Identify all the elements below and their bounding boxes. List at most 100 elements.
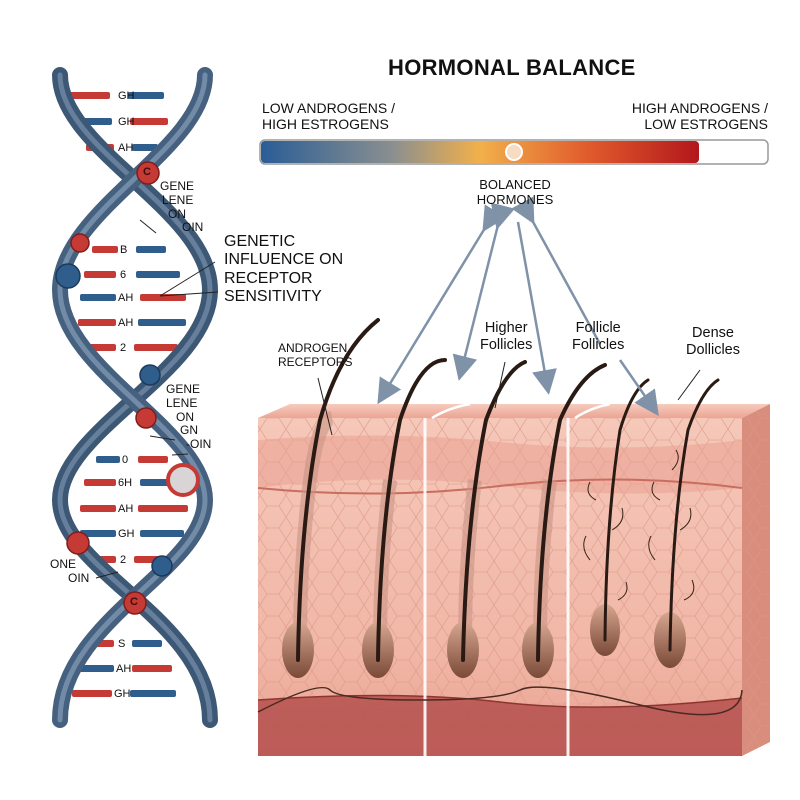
- hormone-scale-fill: [261, 141, 699, 163]
- scale-low-line: LOW ANDROGENS /: [262, 100, 396, 116]
- hair-follicle-miniaturized: [648, 378, 720, 668]
- base-label: AH: [118, 317, 134, 329]
- scale-high-line: HIGH ANDROGENS /: [631, 100, 768, 116]
- molecule-node-red: [70, 233, 90, 253]
- molecule-node-blue: [139, 364, 161, 386]
- hormone-scale: [259, 139, 769, 165]
- callout-line: ON: [168, 206, 186, 221]
- skin-cross-section: [257, 318, 770, 756]
- molecule-node-red: [136, 161, 160, 185]
- follicle-follicles-line: Follicles: [572, 336, 625, 353]
- base-pair: [72, 690, 176, 697]
- callout-line: GENE: [160, 179, 195, 193]
- base-pair: [78, 319, 186, 326]
- base-label: 2: [120, 342, 127, 354]
- arrow-to-follicle-follicles: [516, 221, 557, 395]
- skin-section-divider: [574, 402, 611, 420]
- balanced-line: HORMONES: [476, 191, 554, 207]
- dna-callout-gene-2: GENE LENE ON GN -OIN: [166, 382, 212, 452]
- base-label: AH: [118, 503, 134, 515]
- scale-high-label: HIGH ANDROGENS / LOW ESTROGENS: [632, 100, 768, 132]
- base-label: AH: [116, 663, 132, 675]
- hormone-influence-arrows: [377, 196, 659, 417]
- callout-line: OIN: [68, 570, 90, 585]
- genetic-influence-label: GENETIC INFLUENCE ON RECEPTOR SENSITIVIT…: [224, 233, 343, 307]
- base-label: 6: [120, 269, 127, 281]
- molecule-node-blue: [151, 555, 173, 577]
- arrow-to-dense-follicles-2: [618, 359, 659, 417]
- androgen-receptors-line: ANDROGEN: [278, 341, 348, 355]
- base-label: GH: [118, 528, 135, 540]
- molecule-node-label: C: [130, 596, 138, 608]
- molecule-node-red: [135, 407, 157, 429]
- genetic-influence-line: RECEPTOR: [224, 269, 313, 287]
- dna-callout-lines: [95, 219, 219, 579]
- follicle-follicles-line: Follicle: [575, 320, 621, 336]
- molecule-node-red: [166, 463, 200, 497]
- base-label: S: [118, 638, 126, 650]
- molecule-node-red: [66, 531, 90, 555]
- base-pair: [78, 665, 172, 672]
- callout-line: -OIN: [186, 437, 212, 452]
- dense-follicles-line: Dollicles: [686, 341, 740, 358]
- scale-low-line: HIGH ESTROGENS: [262, 116, 389, 133]
- dna-base-pairs: [68, 92, 188, 697]
- callout-line: LENE: [166, 395, 198, 410]
- dermal-vessel: [257, 686, 743, 716]
- callout-line: GN: [180, 423, 198, 438]
- scale-low-label: LOW ANDROGENS / HIGH ESTROGENS: [262, 100, 395, 132]
- higher-follicles-label: Higher Follicles: [480, 320, 532, 353]
- scale-high-line: LOW ESTROGENS: [644, 116, 768, 133]
- callout-line: ON: [176, 409, 194, 424]
- dense-follicles-label: Dense Dollicles: [686, 325, 740, 358]
- base-pair: [80, 505, 188, 512]
- base-pair: [80, 294, 186, 301]
- genetic-influence-line: SENSITIVITY: [224, 288, 322, 306]
- hair-follicle: [522, 363, 607, 678]
- androgen-receptors-label: ANDROGEN RECEPTORS: [278, 341, 353, 370]
- arrow-to-dense-follicles: [511, 196, 602, 345]
- balanced-line: BOLANCED: [479, 177, 551, 192]
- arrow-to-androgen-receptors: [377, 204, 507, 405]
- balanced-hormones-label: BOLANCED HORMONES: [470, 177, 560, 208]
- base-pair: [80, 530, 184, 537]
- dna-helix: [51, 67, 219, 728]
- base-label: B: [120, 244, 128, 256]
- dermis-bottom-layer: [258, 695, 742, 756]
- genetic-influence-line: GENETIC: [224, 233, 296, 250]
- skin-section-divider: [431, 402, 471, 420]
- base-label: 2: [120, 554, 127, 566]
- molecule-node-label: C: [143, 166, 151, 178]
- base-pair: [96, 456, 168, 463]
- callout-line: LENE: [162, 192, 194, 207]
- hormone-scale-marker: [505, 143, 523, 161]
- higher-follicles-line: Follicles: [480, 336, 533, 353]
- androgen-receptors-line: RECEPTORS: [278, 354, 353, 369]
- dna-callout-gene-3: ONE OIN: [50, 557, 90, 586]
- genetic-influence-line: INFLUENCE ON: [224, 251, 344, 269]
- dense-follicles-line: Dense: [692, 325, 734, 341]
- higher-follicles-line: Higher: [484, 320, 528, 336]
- base-pair: [86, 344, 178, 351]
- base-label: GH: [118, 116, 135, 128]
- dna-molecule-nodes: [55, 161, 200, 615]
- diagram-title: HORMONAL BALANCE: [388, 55, 636, 80]
- callout-line: ONE: [50, 557, 77, 571]
- base-label: AH: [118, 142, 134, 154]
- molecule-node-blue: [55, 263, 81, 289]
- base-label: 6H: [118, 477, 133, 489]
- arrow-to-higher-follicles: [452, 202, 516, 381]
- dna-callout-gene-1: GENE LENE ON OIN: [160, 179, 204, 235]
- callout-line: GENE: [166, 382, 201, 396]
- base-pair: [68, 92, 164, 99]
- follicle-label-lines: [317, 361, 701, 436]
- base-label: AH: [118, 292, 134, 304]
- base-label: GH: [114, 688, 131, 700]
- callout-line: OIN: [182, 220, 204, 235]
- base-pair: [84, 271, 180, 278]
- base-label: 0: [122, 454, 129, 466]
- follicle-follicles-label: Follicle Follicles: [572, 320, 624, 353]
- molecule-node-red: [123, 591, 147, 615]
